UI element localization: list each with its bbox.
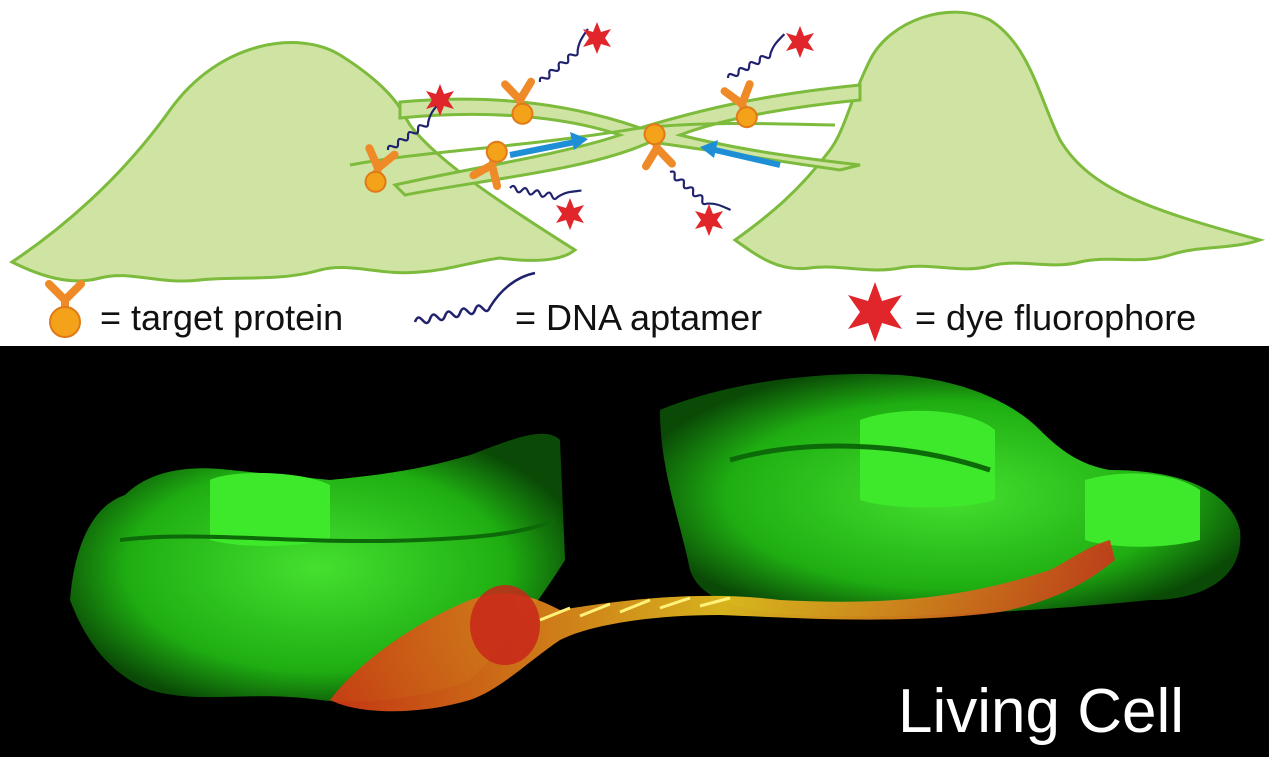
dye-fluorophore-icon [556, 198, 584, 230]
legend-dna-aptamer-label: = DNA aptamer [515, 297, 762, 338]
living-cell-micrograph: Living Cell [0, 346, 1269, 757]
dna-aptamer-icon [413, 271, 536, 325]
legend-target-protein-label: = target protein [100, 297, 343, 338]
nanotube-bridge [392, 83, 862, 197]
dye-fluorophore-icon [695, 204, 723, 236]
left-cell-body [9, 41, 578, 283]
legend-dye-fluorophore-label: = dye fluorophore [915, 297, 1196, 338]
caption-living-cell: Living Cell [898, 677, 1184, 746]
transport-arrow-icon [700, 140, 781, 168]
right-cell-body [732, 10, 1266, 272]
dye-fluorophore-icon [583, 22, 611, 54]
dna-aptamer-icon [719, 32, 794, 81]
dye-fluorophore-icon [786, 26, 814, 58]
legend: = target protein = DNA aptamer = dye flu… [45, 271, 1196, 342]
cell-schematic [9, 10, 1266, 283]
transport-arrow-icon [509, 132, 588, 158]
dye-fluorophore-icon [848, 282, 902, 342]
target-protein-icon [45, 280, 85, 338]
